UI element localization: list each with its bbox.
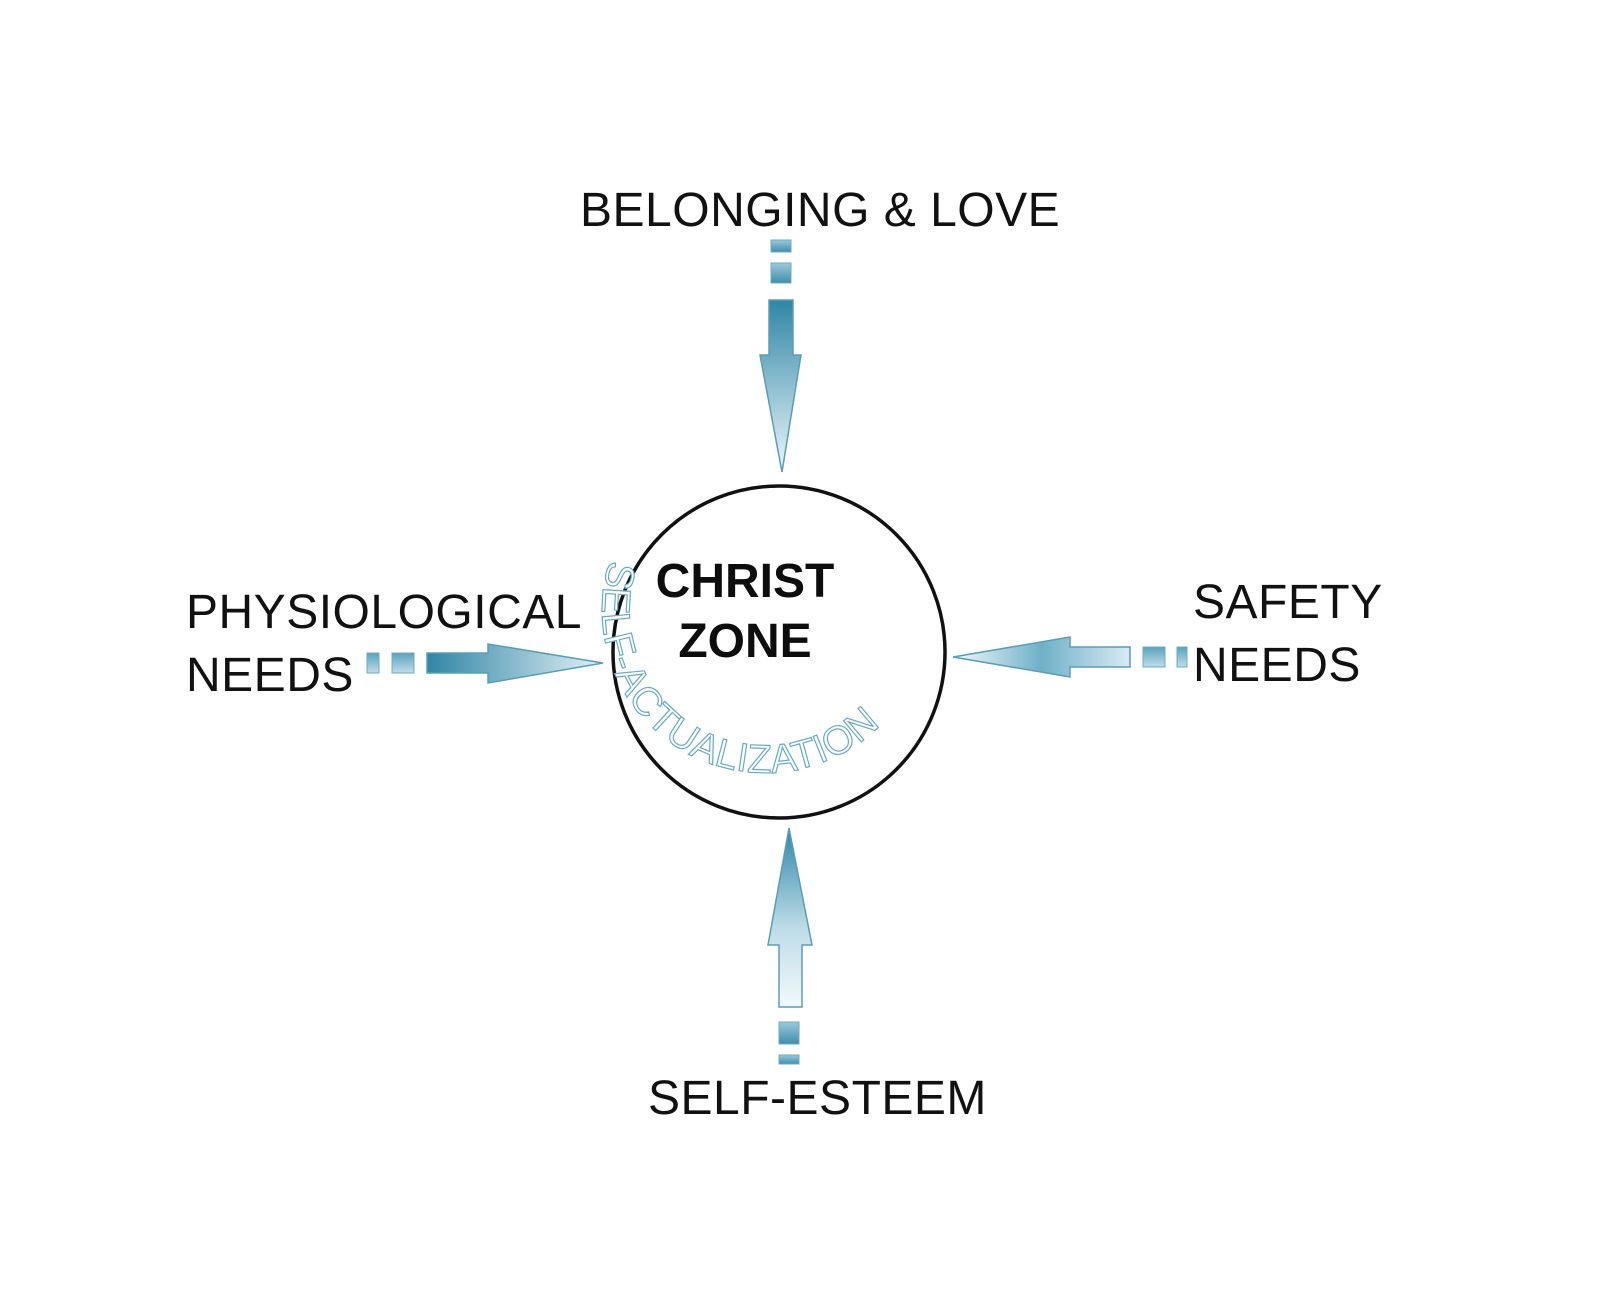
arrow-from-safety [952, 636, 1188, 678]
label-safety: SAFETY [1193, 576, 1383, 629]
arrow-body [426, 643, 604, 684]
arrow-body [767, 827, 813, 1008]
arrow-from-belonging [759, 239, 802, 473]
label-physiological: PHYSIOLOGICAL [186, 586, 582, 639]
arrow-dash [770, 239, 792, 253]
arrow-dash [366, 652, 380, 674]
arrow-body [759, 299, 802, 473]
label-safety-needs: NEEDS [1193, 639, 1361, 692]
arrow-dash [391, 652, 415, 674]
center-title-christ: CHRIST [655, 555, 835, 608]
label-belonging-love: BELONGING & LOVE [580, 184, 1061, 237]
label-self-esteem: SELF-ESTEEM [648, 1072, 987, 1125]
arrow-dash [778, 1054, 800, 1065]
arrow-dash [778, 1021, 800, 1045]
arrow-body [952, 636, 1131, 678]
arrow-dash [770, 262, 792, 284]
arrow-from-self-esteem [767, 827, 813, 1065]
arrow-dash [1142, 646, 1166, 668]
center-title-zone: ZONE [678, 615, 812, 668]
arrow-from-physiological [366, 643, 604, 684]
arrow-dash [1176, 646, 1188, 668]
label-physiological-needs: NEEDS [186, 649, 354, 702]
christ-zone-circle [611, 484, 947, 820]
